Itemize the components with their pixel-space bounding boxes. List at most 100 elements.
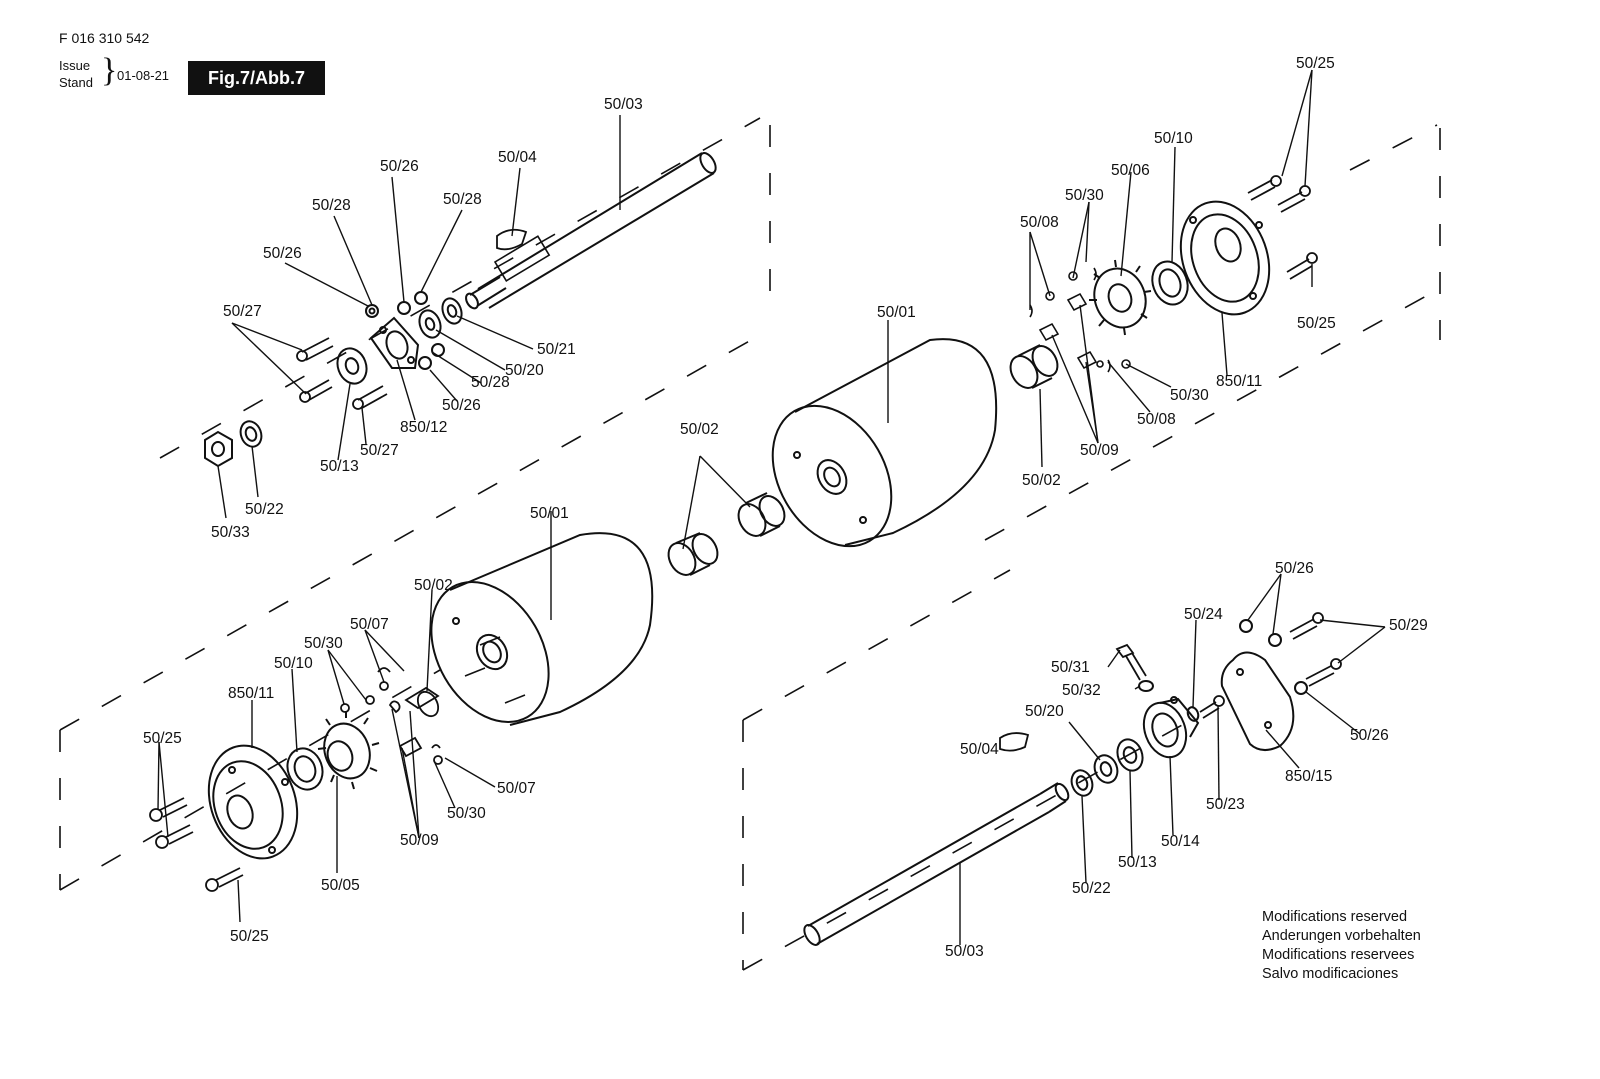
label-br-5004: 50/04 — [960, 741, 999, 758]
label-top-5022: 50/22 — [245, 501, 284, 518]
drum-right — [771, 338, 998, 548]
washer-5032 — [1138, 680, 1154, 692]
screw-5031 — [1115, 643, 1147, 681]
label-l-85011: 850/11 — [228, 685, 274, 702]
shaft-bottom — [803, 782, 1070, 946]
label-br-5032: 50/32 — [1062, 682, 1101, 699]
leader-lines — [157, 69, 1386, 945]
stand-label: Stand — [59, 75, 93, 90]
nut-top-4 — [431, 343, 445, 357]
flange-85012 — [369, 316, 420, 369]
nut-top-5 — [418, 356, 432, 370]
label-top-5033: 50/33 — [211, 524, 250, 541]
figure-badge: Fig.7/Abb.7 — [188, 61, 325, 95]
footnote-line: Modifications reservees — [1262, 947, 1415, 963]
label-r-5010: 50/10 — [1154, 130, 1193, 147]
label-l-5002: 50/02 — [414, 577, 453, 594]
label-br-5026-a: 50/26 — [1275, 560, 1314, 577]
modifications-note: Modifications reserved Anderungen vorbeh… — [1262, 908, 1421, 984]
screw-5023 — [1199, 695, 1225, 719]
label-l-5030-b: 50/30 — [447, 805, 486, 822]
label-l-5030-a: 50/30 — [304, 635, 343, 652]
nut-5026-b — [1268, 633, 1282, 647]
label-top-5028-a: 50/28 — [312, 197, 351, 214]
label-top-5026-a: 50/26 — [380, 158, 419, 175]
label-r-85011: 850/11 — [1216, 373, 1262, 390]
label-top-5027-b: 50/27 — [360, 442, 399, 459]
nut-top-1 — [365, 304, 379, 318]
brush-parts-right — [1029, 267, 1131, 373]
end-flange-right-85011 — [1179, 200, 1271, 316]
label-br-85015: 850/15 — [1285, 768, 1332, 785]
label-br-5024: 50/24 — [1184, 606, 1223, 623]
small-washer-5024 — [1186, 706, 1200, 722]
key-top — [496, 228, 528, 251]
label-top-5028-b: 50/28 — [443, 191, 482, 208]
label-top-5021: 50/21 — [537, 341, 576, 358]
shaft-top — [465, 152, 717, 310]
label-mid-5001-a: 50/01 — [877, 304, 916, 321]
part-number: F 016 310 542 — [59, 30, 150, 46]
screws-top-right — [1247, 175, 1318, 280]
label-r-5008-a: 50/08 — [1020, 214, 1059, 231]
drum-left — [430, 532, 654, 726]
screws-5029 — [1289, 612, 1342, 687]
bearing-top — [336, 347, 368, 385]
footnote-line: Modifications reserved — [1262, 909, 1408, 925]
label-br-5013: 50/13 — [1118, 854, 1157, 871]
label-br-5022: 50/22 — [1072, 880, 1111, 897]
label-top-5028-c: 50/28 — [471, 374, 510, 391]
bushings-middle — [667, 344, 1059, 576]
issue-date: 01-08-21 — [117, 68, 170, 83]
label-l-5025-a: 50/25 — [143, 730, 182, 747]
brush-holder-left — [340, 667, 443, 765]
bearing-5013-bottom — [1116, 738, 1144, 772]
label-top-85012: 850/12 — [400, 419, 447, 436]
label-r-5025-b: 50/25 — [1297, 315, 1336, 332]
label-mid-5001-b: 50/01 — [530, 505, 569, 522]
label-top-5027-a: 50/27 — [223, 303, 262, 320]
label-br-5023: 50/23 — [1206, 796, 1245, 813]
cover-plate-85015 — [1220, 651, 1295, 751]
label-l-5010: 50/10 — [274, 655, 313, 672]
issue-label: Issue — [59, 58, 91, 73]
label-r-5030-a: 50/30 — [1065, 187, 1104, 204]
label-top-5002: 50/02 — [680, 421, 719, 438]
label-top-5020: 50/20 — [505, 362, 544, 379]
hex-nut-5033 — [204, 430, 233, 468]
label-br-5026-b: 50/26 — [1350, 727, 1389, 744]
label-r-5006: 50/06 — [1111, 162, 1150, 179]
end-flange-left-85011 — [207, 744, 299, 860]
label-l-5009: 50/09 — [400, 832, 439, 849]
brush-ring-right — [1089, 259, 1152, 336]
brace-glyph: } — [101, 52, 118, 89]
nut-5026-a — [1239, 619, 1253, 633]
label-top-5013: 50/13 — [320, 458, 359, 475]
washer-5022-bottom — [1070, 769, 1094, 797]
footnote-line: Anderungen vorbehalten — [1262, 928, 1421, 944]
label-l-5005: 50/05 — [321, 877, 360, 894]
issue-stand-label: Issue Stand — [59, 57, 93, 91]
label-br-5031: 50/31 — [1051, 659, 1090, 676]
label-r-5009: 50/09 — [1080, 442, 1119, 459]
screws-top — [296, 337, 388, 410]
label-top-5026-b: 50/26 — [263, 245, 302, 262]
nut-top-3 — [414, 291, 428, 305]
label-br-5029: 50/29 — [1389, 617, 1428, 634]
seal-ring-right — [1151, 260, 1189, 306]
label-r-5008-b: 50/08 — [1137, 411, 1176, 428]
washer-5020-bottom — [1093, 754, 1119, 784]
washer-top-5021 — [441, 297, 463, 325]
label-top-5026-c: 50/26 — [442, 397, 481, 414]
label-r-5002: 50/02 — [1022, 472, 1061, 489]
bearing-housing-5014 — [1142, 696, 1200, 759]
screws-left — [149, 797, 244, 892]
label-top-5003: 50/03 — [604, 96, 643, 113]
washer-5022-top — [239, 420, 263, 448]
label-l-5025-b: 50/25 — [230, 928, 269, 945]
nut-top-2 — [397, 301, 411, 315]
footnote-line: Salvo modificaciones — [1262, 966, 1399, 982]
label-l-5007-a: 50/07 — [350, 616, 389, 633]
label-r-5030-b: 50/30 — [1170, 387, 1209, 404]
